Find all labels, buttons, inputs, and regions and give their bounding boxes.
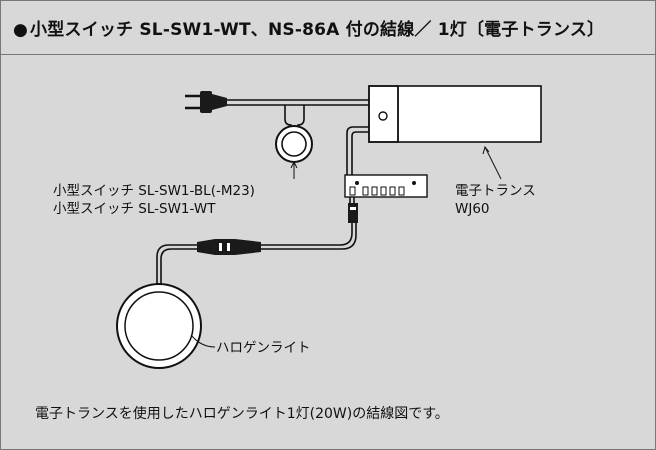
diagram-caption: 電子トランスを使用したハロゲンライト1灯(20W)の結線図です。	[35, 406, 449, 422]
switch-label: 小型スイッチ SL-SW1-BL(-M23) 小型スイッチ SL-SW1-WT	[53, 182, 255, 218]
title-bullet: ●	[13, 20, 29, 40]
terminal-block	[344, 174, 428, 198]
inline-connector	[197, 239, 261, 255]
secondary-cord	[346, 126, 369, 176]
small-switch	[275, 125, 313, 163]
switch-label-line2: 小型スイッチ SL-SW1-WT	[53, 201, 216, 217]
power-plug	[185, 91, 227, 113]
diagram-title: ●小型スイッチ SL-SW1-WT、NS-86A 付の結線／ 1灯〔電子トランス…	[13, 15, 604, 40]
switch-label-line1: 小型スイッチ SL-SW1-BL(-M23)	[53, 183, 255, 199]
transformer-leader-line	[482, 145, 502, 180]
cord-connector-vertical	[348, 203, 358, 223]
switch-leader-line	[290, 160, 298, 179]
halogen-light	[116, 283, 202, 369]
transformer-label: 電子トランス WJ60	[455, 182, 536, 218]
lamp-label: ハロゲンライト	[216, 340, 311, 356]
transformer-label-line1: 電子トランス	[455, 183, 536, 199]
electronic-transformer	[368, 85, 542, 143]
power-cord	[227, 99, 369, 127]
lamp-leader-line	[190, 334, 216, 348]
transformer-label-line2: WJ60	[455, 201, 490, 217]
title-divider	[1, 54, 655, 55]
lamp-cord	[156, 197, 357, 287]
title-text: 小型スイッチ SL-SW1-WT、NS-86A 付の結線／ 1灯〔電子トランス〕	[30, 20, 605, 40]
